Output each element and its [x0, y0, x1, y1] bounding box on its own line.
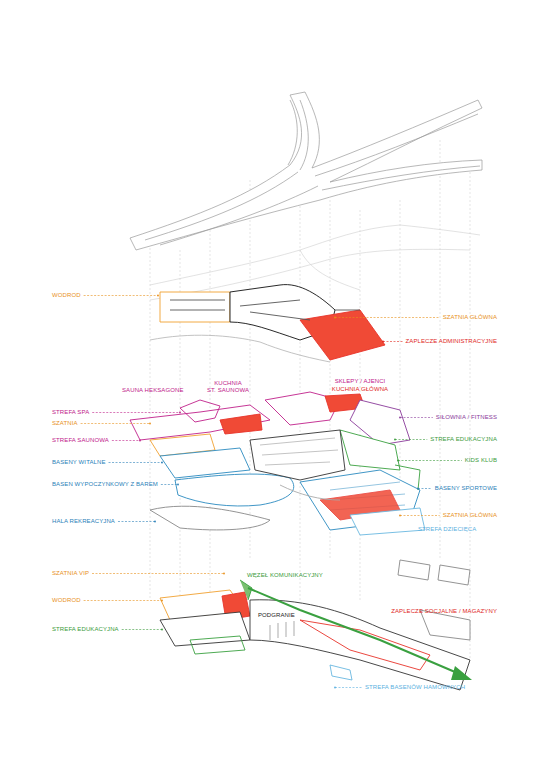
leader-dot — [157, 295, 159, 297]
leader-line — [418, 488, 432, 489]
zone-label: ZAPLECZE SOCJALNE / MAGAZYNY — [391, 608, 497, 615]
leader-dot — [161, 600, 163, 602]
leader-line — [84, 600, 162, 601]
leader-dot — [161, 629, 163, 631]
leader-line — [81, 423, 150, 424]
leader-dot — [417, 488, 419, 490]
zone-label: SAUNA HEKSAGONE — [122, 387, 184, 394]
zone-label: STREFA EDUKACYJNA — [430, 436, 497, 443]
leader-line — [395, 439, 427, 440]
leader-line — [122, 629, 162, 630]
leader-line — [383, 341, 403, 342]
leader-dot — [334, 687, 336, 689]
zone-label: SZATNIA VIP — [52, 570, 89, 577]
zone-label: SIŁOWNIA / FITNESS — [436, 414, 497, 421]
leader-dot — [334, 317, 336, 319]
zone-label: BASEN WYPOCZYNKOWY Z BAREM — [52, 481, 158, 488]
leader-line — [335, 687, 362, 688]
zone-label: STREFA SPA — [52, 409, 89, 416]
zone-label: KIDS KLUB — [465, 457, 497, 464]
zone-label: ZAPLECZE ADMINISTRACYJNE — [406, 338, 497, 345]
zone-label: KUCHNIA GŁÓWNA — [332, 386, 388, 393]
zone-label: BASENY WITALNE — [52, 459, 106, 466]
leader-dot — [382, 341, 384, 343]
zone-label: BASENY SPORTOWE — [435, 485, 497, 492]
leader-dot — [399, 515, 401, 517]
leader-line — [400, 417, 433, 418]
leader-dot — [179, 412, 181, 414]
zone-label: WODROD — [52, 597, 81, 604]
zone-label: STREFA DZIECIĘCA — [418, 526, 476, 533]
leader-line — [118, 521, 155, 522]
zone-label: SZATNIA GŁÓWNA — [443, 512, 497, 519]
leader-line — [161, 484, 178, 485]
leader-line — [400, 515, 440, 516]
zone-label: SKLEPY / AJENCI — [335, 378, 386, 385]
leader-dot — [397, 460, 399, 462]
leader-dot — [149, 423, 151, 425]
leader-line — [398, 460, 462, 461]
leader-dot — [177, 484, 179, 486]
leader-dot — [223, 573, 225, 575]
zone-label: WODROD — [52, 292, 81, 299]
zone-label: STREFA SAUNOWA — [52, 437, 109, 444]
zone-label: ST. SAUNOWA — [207, 387, 249, 394]
zone-label: KUCHNIA — [214, 380, 242, 387]
leader-line — [84, 295, 158, 296]
leader-line — [109, 462, 162, 463]
leader-line — [92, 412, 180, 413]
zone-label: HALA REKREACYJNA — [52, 518, 115, 525]
leader-dot — [399, 417, 401, 419]
zone-label: SZATNIA — [52, 420, 78, 427]
leader-dot — [394, 439, 396, 441]
leader-dot — [139, 440, 141, 442]
zone-label: PODGRANIE — [258, 612, 295, 619]
leader-line — [335, 317, 440, 318]
leader-dot — [161, 462, 163, 464]
zone-label: WĘZEŁ KOMUNIKACYJNY — [247, 572, 323, 579]
leader-line — [92, 573, 224, 574]
zone-label: STREFA BASENÓW HAMOWNYCH — [365, 684, 465, 691]
zone-label: STREFA EDUKACYJNA — [52, 626, 119, 633]
zone-label: SZATNIA GŁÓWNA — [443, 314, 497, 321]
leader-dot — [154, 521, 156, 523]
leader-line — [112, 440, 140, 441]
